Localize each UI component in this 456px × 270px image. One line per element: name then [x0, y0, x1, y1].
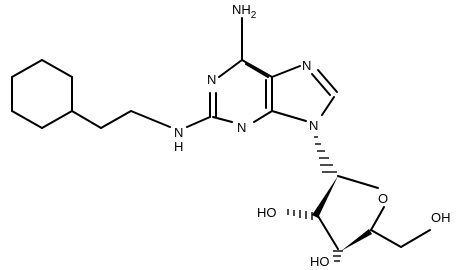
n9-label: N [309, 118, 318, 133]
nh-linker-h-label: H [174, 139, 183, 154]
pyrimidine-ring [186, 59, 273, 128]
c1-c2-wedge [312, 176, 338, 218]
ring-oxygen-label: O [378, 191, 388, 206]
c3-c4-wedge [341, 229, 372, 251]
c3-oh-hashed-bond [333, 250, 343, 262]
ho-2prime-label: HO [257, 205, 277, 220]
ethyl-linker [71, 110, 171, 129]
c5-oh-bond [400, 229, 431, 248]
amine-label: NH2 [232, 2, 257, 21]
n9-c1-hashed-bond [314, 136, 337, 173]
n7-label: N [302, 58, 311, 73]
ho-3prime-label: HO [310, 254, 330, 269]
c2-oh-hashed-bond [287, 209, 313, 220]
nh-linker-n-label: N [174, 125, 183, 140]
n3-label: N [237, 120, 246, 135]
oh-5prime-label: OH [431, 210, 451, 225]
c4-c5-bond [370, 229, 402, 248]
n1-label: N [207, 72, 216, 87]
ribose-ring [312, 175, 385, 251]
imidazole-ring [271, 65, 338, 122]
cyclohexane-ring [11, 59, 73, 129]
